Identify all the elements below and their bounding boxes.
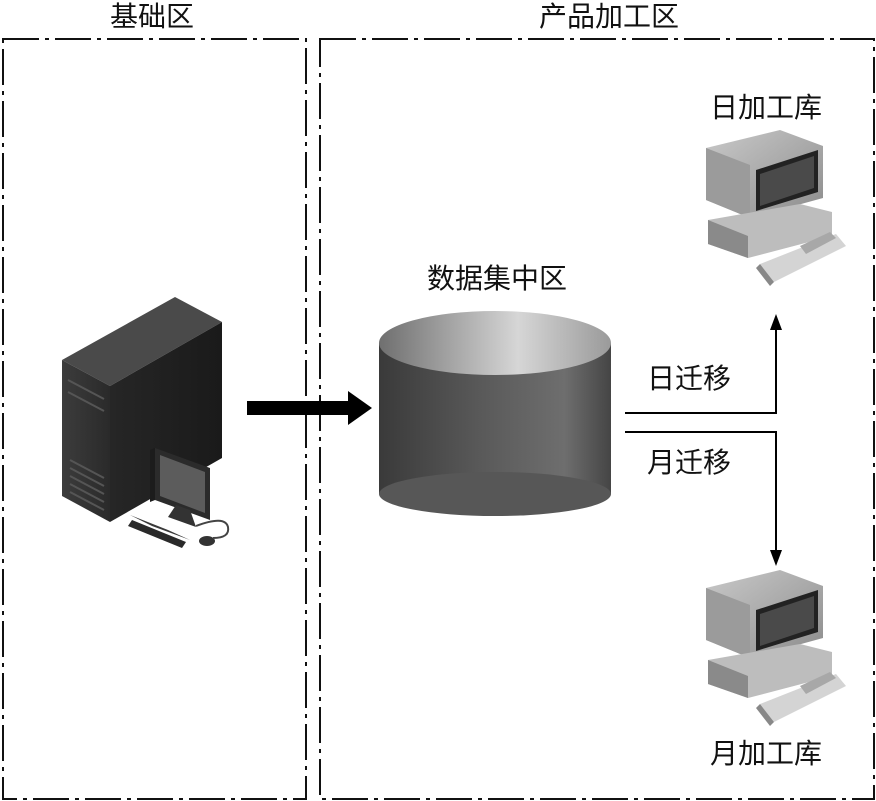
base-zone-title: 基础区: [110, 0, 194, 33]
monthly-migration-connector: [625, 431, 782, 566]
ingest-arrow: [247, 391, 372, 425]
monthly-store-computer-icon: [706, 570, 846, 726]
product-zone-box: [319, 38, 875, 800]
daily-migration-label: 日迁移: [647, 362, 731, 395]
daily-store-computer-icon: [706, 130, 846, 286]
product-zone-title: 产品加工区: [539, 0, 679, 33]
daily-migration-connector: [625, 314, 782, 414]
database-cylinder-icon: [379, 311, 611, 516]
daily-store-label: 日加工库: [710, 91, 822, 124]
monthly-migration-label: 月迁移: [647, 446, 731, 479]
data-center-label: 数据集中区: [427, 262, 567, 295]
monthly-store-label: 月加工库: [710, 737, 822, 770]
server-workstation-icon: [62, 297, 230, 548]
base-zone-box: [2, 38, 307, 800]
